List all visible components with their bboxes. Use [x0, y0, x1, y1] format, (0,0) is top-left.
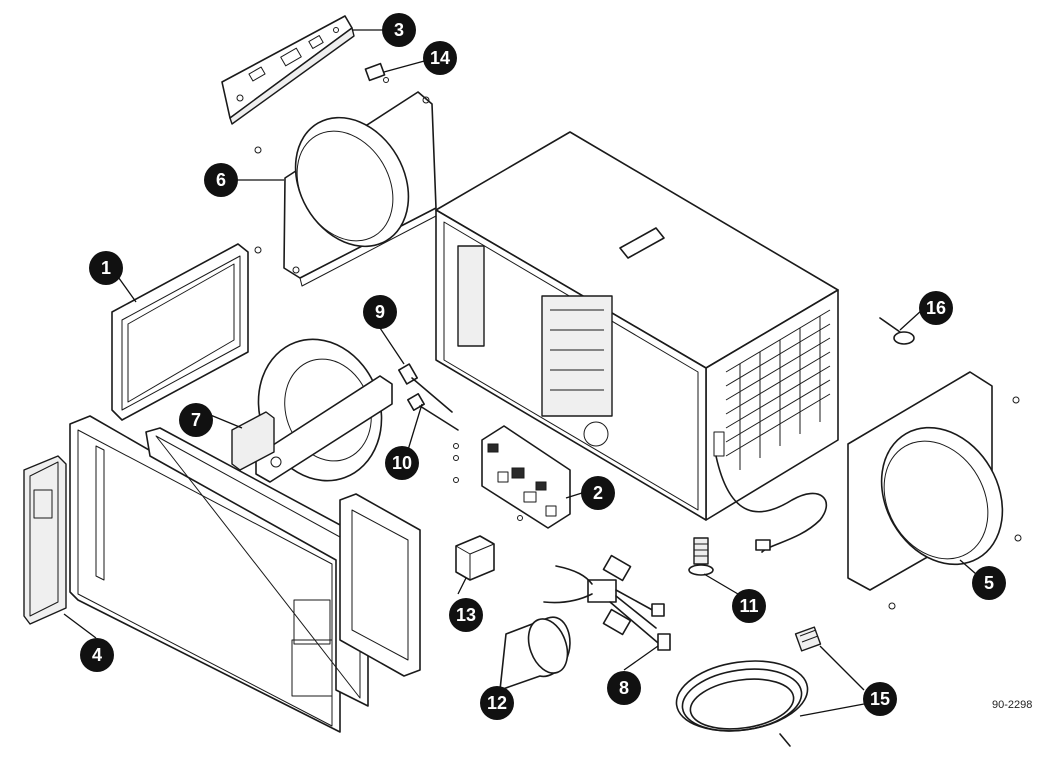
part-1-air-filter	[111, 243, 249, 421]
callout-11-label: 11	[739, 596, 758, 616]
callout-12: 12	[480, 686, 514, 720]
part-4-side-panel	[23, 455, 67, 625]
part-15-drain-hose	[675, 660, 809, 747]
callout-15: 15	[863, 682, 897, 716]
callout-5-label: 5	[984, 573, 994, 593]
callout-3: 3	[382, 13, 416, 47]
cabinet-grille	[725, 309, 831, 470]
evaporator-coil	[541, 295, 613, 447]
callout-1: 1	[89, 251, 123, 285]
part-2-main-board	[453, 425, 571, 529]
callout-8: 8	[607, 671, 641, 705]
callout-2: 2	[581, 476, 615, 510]
callout-16-label: 16	[926, 298, 946, 318]
part-10-sensor	[407, 393, 459, 431]
callout-16: 16	[919, 291, 953, 325]
callout-10: 10	[385, 446, 419, 480]
callout-6: 6	[204, 163, 238, 197]
part-7-blower-assembly	[231, 338, 393, 483]
callout-7-label: 7	[191, 410, 201, 430]
callout-7: 7	[179, 403, 213, 437]
callout-14-label: 14	[430, 48, 450, 68]
callout-2-label: 2	[593, 483, 603, 503]
callout-9: 9	[363, 295, 397, 329]
front-panel	[69, 415, 341, 733]
callout-5: 5	[972, 566, 1006, 600]
part-15-fitting	[794, 626, 822, 652]
callout-12-label: 12	[487, 693, 507, 713]
drawing-number: 90-2298	[992, 699, 1032, 711]
callout-6-label: 6	[216, 170, 226, 190]
callout-11: 11	[732, 589, 766, 623]
cabinet	[435, 131, 839, 553]
part-11-valve	[688, 537, 714, 576]
callout-1-label: 1	[101, 258, 111, 278]
part-3-control-board	[221, 15, 355, 125]
callout-3-label: 3	[394, 20, 404, 40]
rear-gasket-frame	[339, 493, 421, 677]
part-16-knob	[879, 317, 915, 345]
callout-10-label: 10	[392, 453, 412, 473]
callout-9-label: 9	[375, 302, 385, 322]
callout-8-label: 8	[619, 678, 629, 698]
callout-14: 14	[423, 41, 457, 75]
leader-lines	[63, 29, 977, 717]
part-6-fan-shroud	[254, 91, 437, 287]
part-5-duct-collar	[847, 371, 1022, 610]
callout-4: 4	[80, 638, 114, 672]
callout-13-label: 13	[456, 605, 476, 625]
callout-15-label: 15	[870, 689, 890, 709]
callout-13: 13	[449, 598, 483, 632]
part-9-sensor	[398, 363, 453, 413]
callout-4-label: 4	[92, 645, 102, 665]
part-8-wire-harness	[543, 554, 671, 651]
part-12-capacitor	[499, 616, 571, 691]
part-13-relay	[455, 535, 495, 581]
part-14-switch	[364, 62, 389, 83]
